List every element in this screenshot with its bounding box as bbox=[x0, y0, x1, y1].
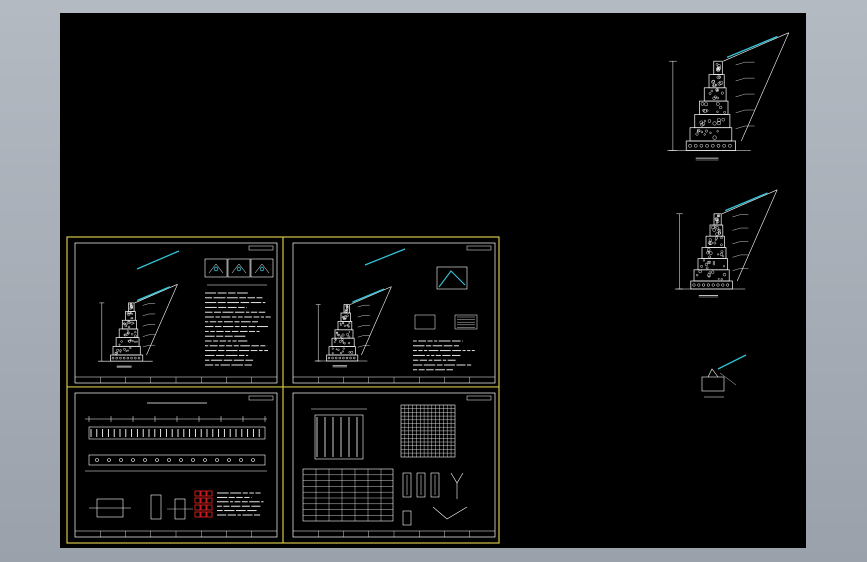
loose-views bbox=[667, 32, 790, 398]
plan-notes bbox=[217, 492, 264, 516]
drawing-svg bbox=[66, 32, 790, 544]
retaining-wall-section-with-details bbox=[292, 242, 496, 384]
wall-section bbox=[314, 286, 392, 368]
general-notes bbox=[205, 292, 271, 366]
rebar-mesh-grid bbox=[400, 404, 456, 458]
large-wall-section bbox=[667, 32, 790, 161]
rebar-schedule-table bbox=[302, 468, 394, 522]
medium-wall-section bbox=[674, 189, 778, 298]
small-wall-detail bbox=[701, 354, 747, 398]
section-notes bbox=[413, 340, 475, 371]
sheet-grid bbox=[66, 236, 500, 544]
rebar-mesh-and-schedule bbox=[292, 392, 496, 538]
wall-section bbox=[674, 189, 778, 298]
drawing-canvas[interactable] bbox=[60, 13, 806, 548]
highlighted-table bbox=[194, 490, 213, 518]
retaining-wall-elevation-with-notes bbox=[74, 242, 278, 384]
wall-section bbox=[98, 284, 178, 368]
wall-section bbox=[667, 32, 790, 161]
wall-longitudinal-plan bbox=[74, 392, 278, 538]
